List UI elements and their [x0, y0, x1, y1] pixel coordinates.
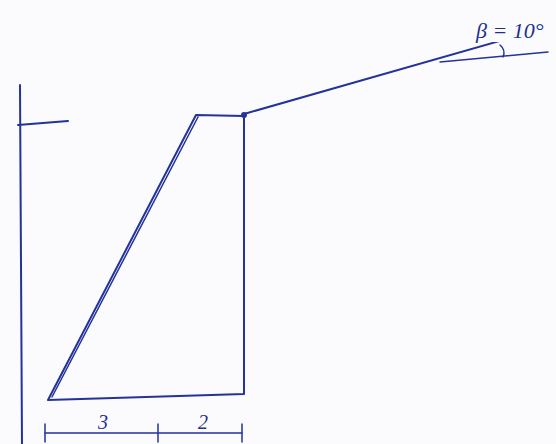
left-tick	[18, 121, 68, 125]
dimension-line	[45, 432, 242, 434]
wall-top-point	[242, 113, 246, 117]
angle-arc	[500, 45, 504, 57]
wall-section	[48, 115, 244, 400]
left-vertical-line	[20, 85, 22, 444]
horizontal-reference	[440, 52, 548, 62]
dimension-ticks	[45, 424, 242, 442]
dimension-value: 2	[196, 412, 210, 432]
dimension-value: 3	[96, 412, 110, 432]
wall-front-face	[52, 117, 198, 397]
angle-label: β = 10°	[474, 20, 546, 42]
